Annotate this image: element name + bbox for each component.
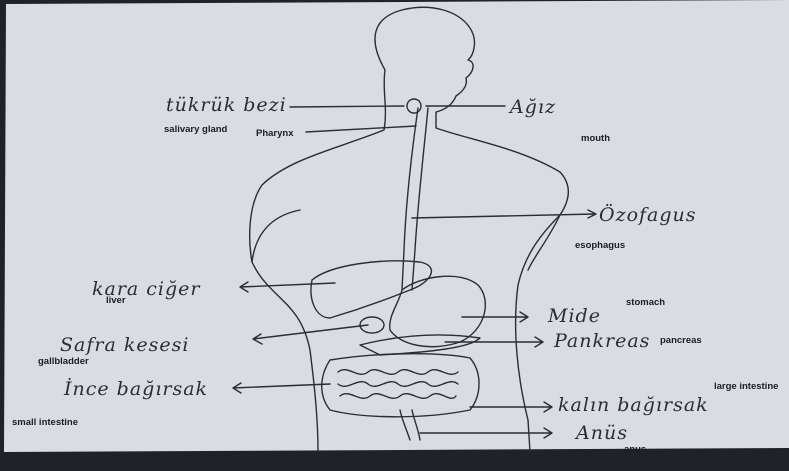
label-agiz-turkish: Ağız bbox=[510, 96, 556, 118]
label-kalin-english: large intestine bbox=[714, 381, 778, 392]
label-anus-english: anus bbox=[624, 444, 646, 455]
label-tukuruk-turkish: tükrük bezi bbox=[166, 94, 287, 116]
label-tukuruk-english: salivary gland bbox=[164, 124, 227, 135]
label-ozofagus-english: esophagus bbox=[575, 240, 625, 251]
label-pankreas-turkish: Pankreas bbox=[554, 330, 650, 352]
label-ince-english: small intestine bbox=[12, 417, 78, 428]
label-mide-english: stomach bbox=[626, 297, 665, 308]
label-agiz-english: mouth bbox=[581, 133, 610, 144]
line-tukuruk bbox=[290, 106, 404, 107]
label-safra-english: gallbladder bbox=[38, 356, 89, 367]
label-ince-turkish: İnce bağırsak bbox=[64, 378, 208, 400]
label-anus-turkish: Anüs bbox=[576, 422, 628, 444]
label-pankreas-english: pancreas bbox=[660, 335, 702, 346]
label-karaciger-english: liver bbox=[106, 295, 126, 306]
label-kalin-turkish: kalın bağırsak bbox=[558, 394, 709, 416]
label-safra-turkish: Safra kesesi bbox=[60, 334, 189, 356]
label-mide-turkish: Mide bbox=[548, 305, 601, 327]
label-ozofagus-turkish: Özofagus bbox=[599, 204, 697, 226]
label-pharynx-english: Pharynx bbox=[256, 128, 294, 139]
